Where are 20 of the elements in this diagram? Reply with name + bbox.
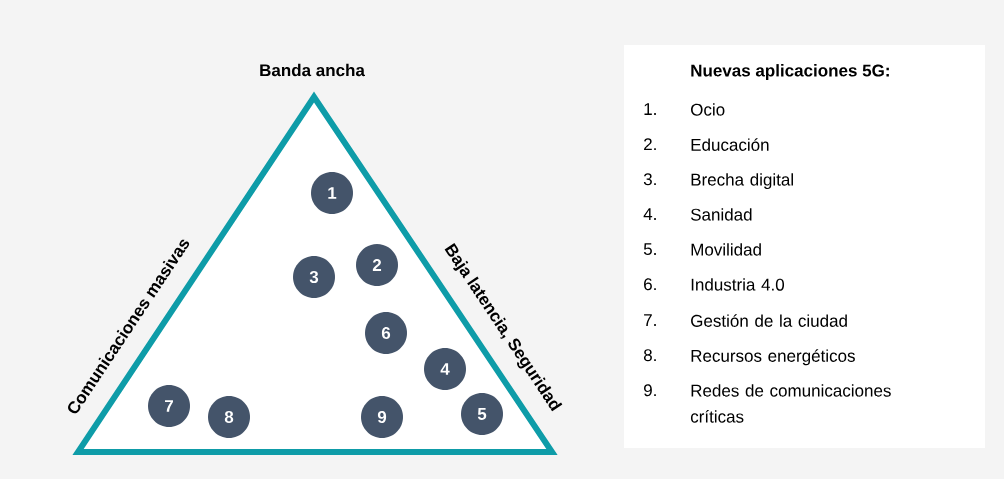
- list-number: 3.: [643, 173, 656, 186]
- list-item: Movilidad: [691, 243, 761, 256]
- list-heading: Nuevas aplicaciones 5G:: [691, 64, 889, 80]
- list-number: 7.: [644, 314, 656, 326]
- side-label: Banda ancha: [260, 63, 365, 77]
- list-item: Ocio: [691, 103, 725, 116]
- list-number: 6.: [644, 278, 656, 291]
- list-item: Gestión de la ciudad: [691, 314, 847, 327]
- list-item: Brecha digital: [691, 173, 793, 190]
- list-item: Recursos energéticos: [691, 349, 855, 366]
- list-item: Educación: [691, 138, 769, 151]
- list-item: Industria 4.0: [691, 278, 785, 291]
- list-number: 4.: [643, 208, 656, 220]
- list-number: 2.: [644, 138, 656, 151]
- list-number: 8.: [643, 349, 656, 362]
- list-number: 5.: [643, 243, 656, 256]
- list-number: 1.: [644, 103, 656, 115]
- list-number: 9.: [644, 384, 656, 397]
- list-item: Sanidad: [690, 208, 752, 221]
- list-item: Redes de comunicaciones críticas: [690, 384, 891, 423]
